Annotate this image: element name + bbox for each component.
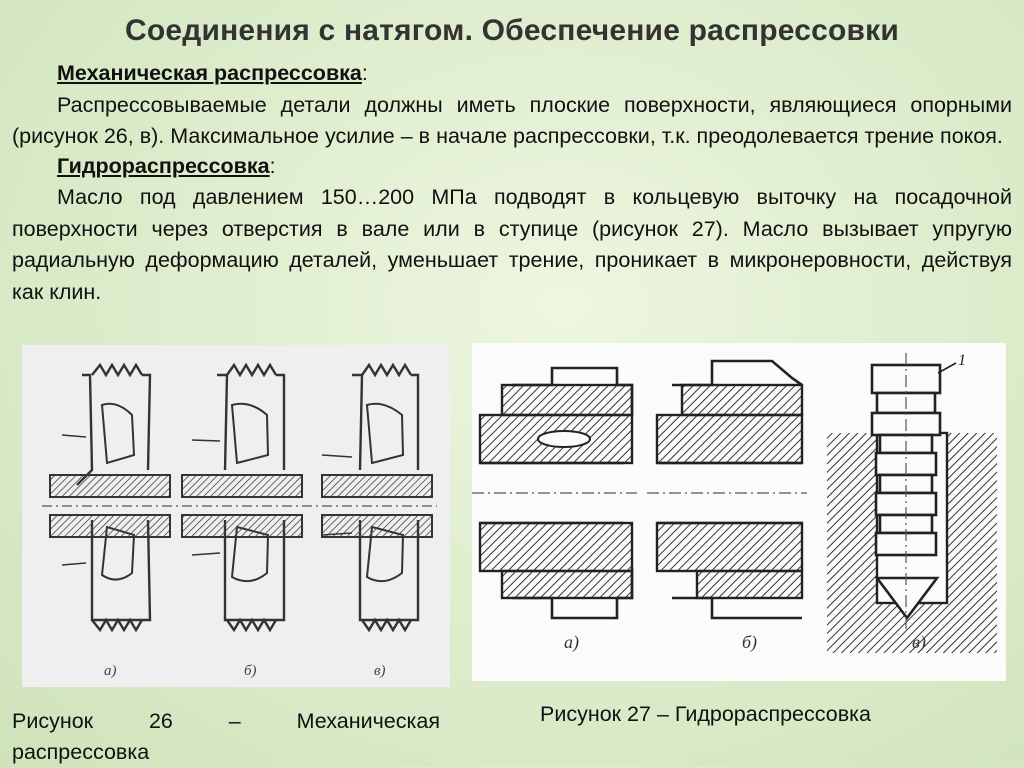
figure-26-caption-line2: распрессовка xyxy=(12,740,150,764)
mechanical-paragraph: Распрессовываемые детали должны иметь пл… xyxy=(12,92,1012,149)
figure-26-mechanical-pressing: а) б) в) xyxy=(22,345,450,687)
fig27-sublabel-a: а) xyxy=(564,632,579,653)
figure-26-caption-line1: Рисунок 26 – Механическая xyxy=(12,706,440,737)
text-content: Механическая распрессовка: Распрессовыва… xyxy=(12,58,1012,308)
hydraulic-heading-suffix: : xyxy=(269,153,276,178)
fig27-sublabel-b: б) xyxy=(742,632,757,653)
mechanical-heading: Механическая распрессовка xyxy=(57,61,362,85)
caption26-word-4: Механическая xyxy=(296,709,440,733)
figure-27-caption: Рисунок 27 – Гидрораспрессовка xyxy=(540,702,871,726)
figure-27-hydraulic-pressing: 1 а) б) в) xyxy=(472,343,1006,681)
caption26-word-2: 26 xyxy=(148,709,173,733)
hydraulic-heading: Гидрораспрессовка xyxy=(57,153,270,178)
page-title: Соединения с натягом. Обеспечение распре… xyxy=(124,14,900,47)
fig26-sublabel-b: б) xyxy=(244,663,257,679)
fig27-callout: 1 xyxy=(958,352,966,369)
caption26-word-3: – xyxy=(228,709,241,733)
mechanical-heading-line: Механическая распрессовка: xyxy=(12,58,1012,90)
fig26-sublabel-c: в) xyxy=(374,663,386,679)
mechanical-heading-suffix: : xyxy=(361,61,368,85)
figure-26-drawing: а) б) в) xyxy=(42,362,437,679)
figure-26-caption: Рисунок 26 – Механическая распрессовка xyxy=(12,706,440,768)
figure-27-drawing: 1 а) б) в) xyxy=(472,352,997,653)
fig27-sublabel-c: в) xyxy=(912,632,926,653)
caption26-word-1: Рисунок xyxy=(12,709,94,733)
hydraulic-paragraph: Масло под давлением 150…200 МПа подводят… xyxy=(12,185,1012,304)
hydraulic-heading-line: Гидрораспрессовка: xyxy=(12,151,1012,183)
fig26-sublabel-a: а) xyxy=(104,663,117,679)
